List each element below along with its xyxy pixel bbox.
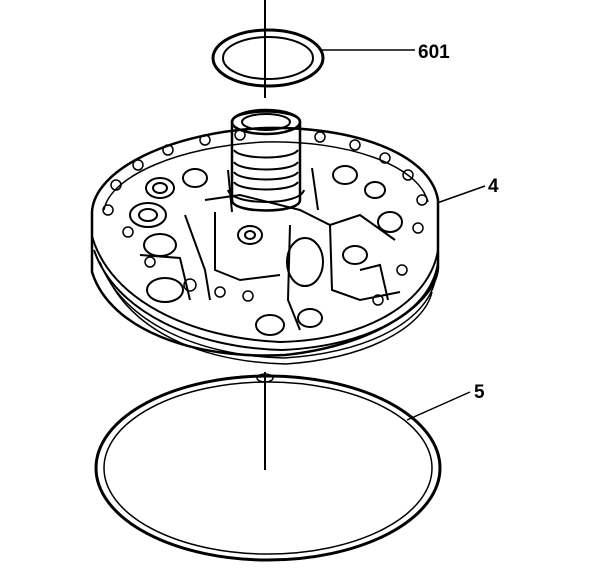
callout-label-5: 5 — [474, 382, 485, 403]
valve-bores — [129, 165, 403, 336]
center-hub — [227, 108, 305, 212]
channel-walls — [139, 167, 401, 331]
leader-lines — [322, 49, 486, 421]
o-ring-5 — [94, 372, 442, 562]
pump-body-4 — [90, 108, 440, 365]
seal-ring-601 — [211, 0, 325, 98]
callout-label-601: 601 — [418, 42, 450, 63]
leader-5 — [406, 391, 471, 421]
perimeter-bolt-holes — [102, 129, 428, 306]
leader-4 — [436, 185, 486, 204]
callout-label-4: 4 — [488, 176, 499, 197]
